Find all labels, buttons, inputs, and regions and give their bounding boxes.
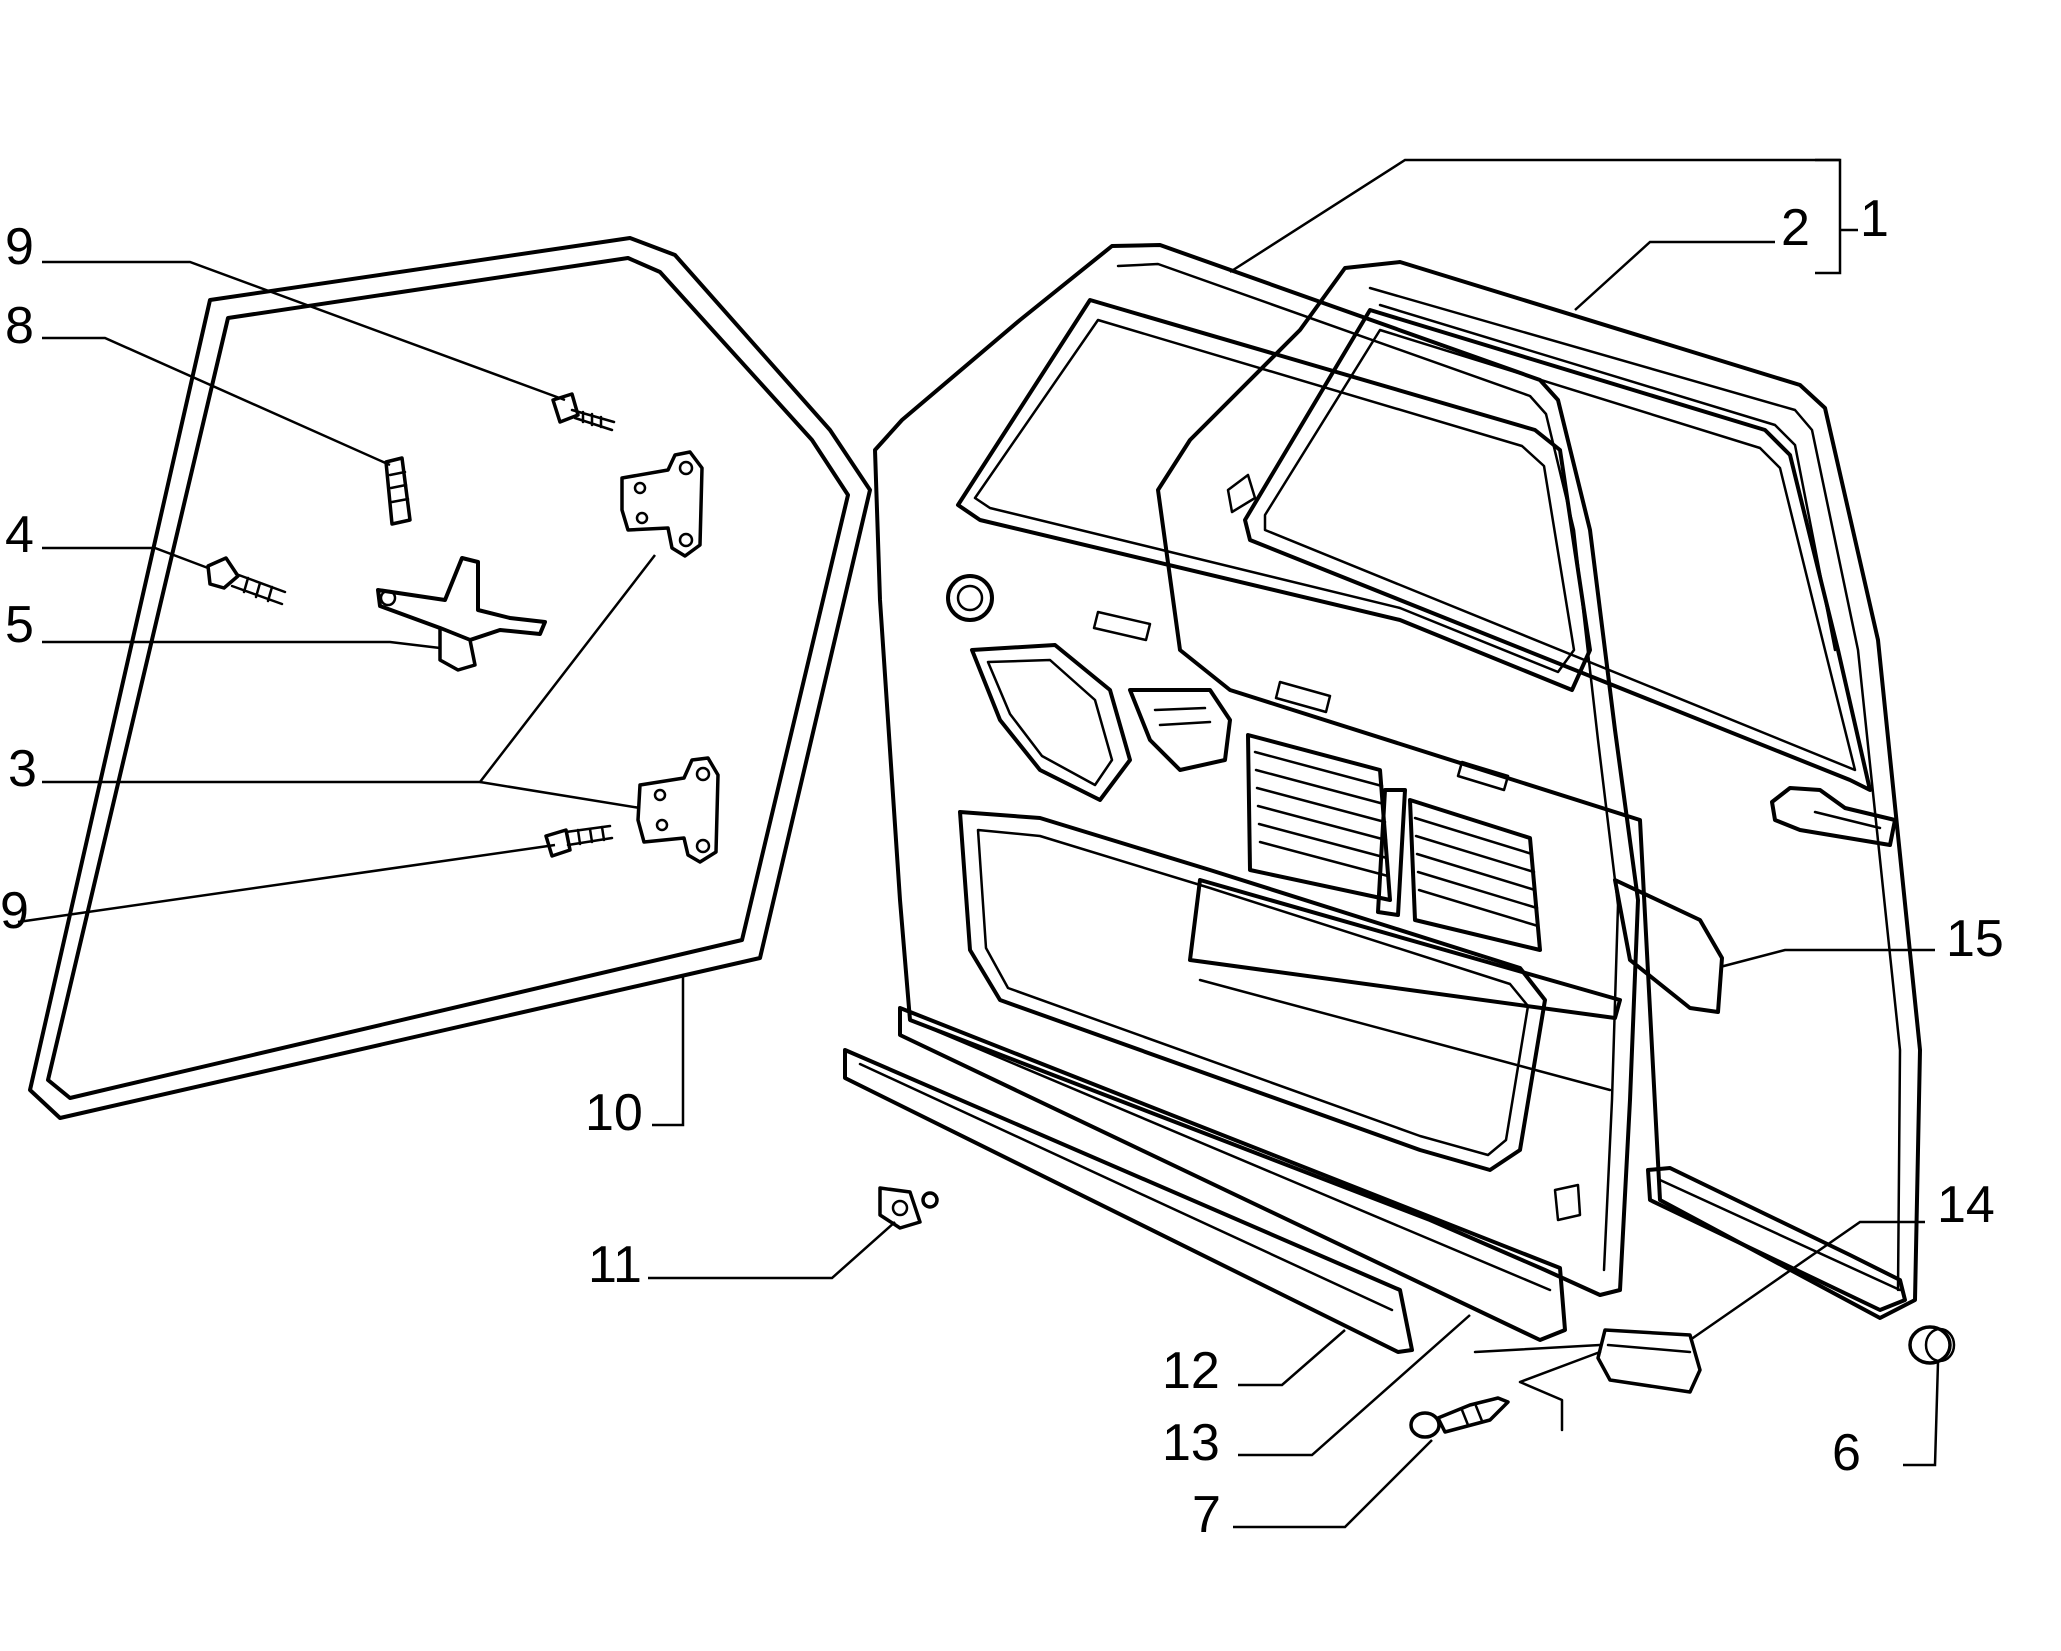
door-seal-part-10 (28, 236, 872, 1120)
plug-part-6 (1908, 1325, 1956, 1365)
hinge-part-3-lower (636, 756, 720, 864)
door-check-part-5 (376, 556, 547, 672)
callout-15: 15 (1946, 910, 2004, 968)
callout-4: 4 (5, 506, 34, 564)
callout-2: 2 (1781, 199, 1810, 257)
callout-7: 7 (1192, 1486, 1221, 1544)
hinge-part-3-upper (620, 450, 704, 558)
callout-11: 11 (588, 1236, 642, 1294)
push-clip-part-7 (1409, 1396, 1510, 1439)
bolt-part-4 (206, 556, 287, 606)
callout-1: 1 (1860, 190, 1889, 248)
door-frame-part-1 (873, 243, 1724, 1297)
callout-8: 8 (5, 297, 34, 355)
callout-12: 12 (1162, 1342, 1220, 1400)
clip-part-11 (878, 1186, 939, 1230)
bolt-part-9-upper (551, 392, 616, 432)
outer-door-panel-part-2 (1156, 260, 1922, 1320)
bolt-part-9-lower (544, 824, 614, 858)
callout-9-upper: 9 (5, 218, 34, 276)
callout-13: 13 (1162, 1414, 1220, 1472)
sill-strip-part-13 (898, 1006, 1567, 1342)
leader-lines (17, 158, 1940, 1529)
spacer-part-8 (384, 456, 412, 526)
callout-9-lower: 9 (0, 882, 29, 940)
callout-6: 6 (1832, 1424, 1861, 1482)
corner-cap-part-14 (1473, 1328, 1702, 1432)
callout-5: 5 (5, 596, 34, 654)
callout-14: 14 (1937, 1176, 1995, 1234)
callout-10: 10 (585, 1084, 643, 1142)
sill-strip-part-12 (843, 1048, 1414, 1354)
callout-3: 3 (8, 740, 37, 798)
